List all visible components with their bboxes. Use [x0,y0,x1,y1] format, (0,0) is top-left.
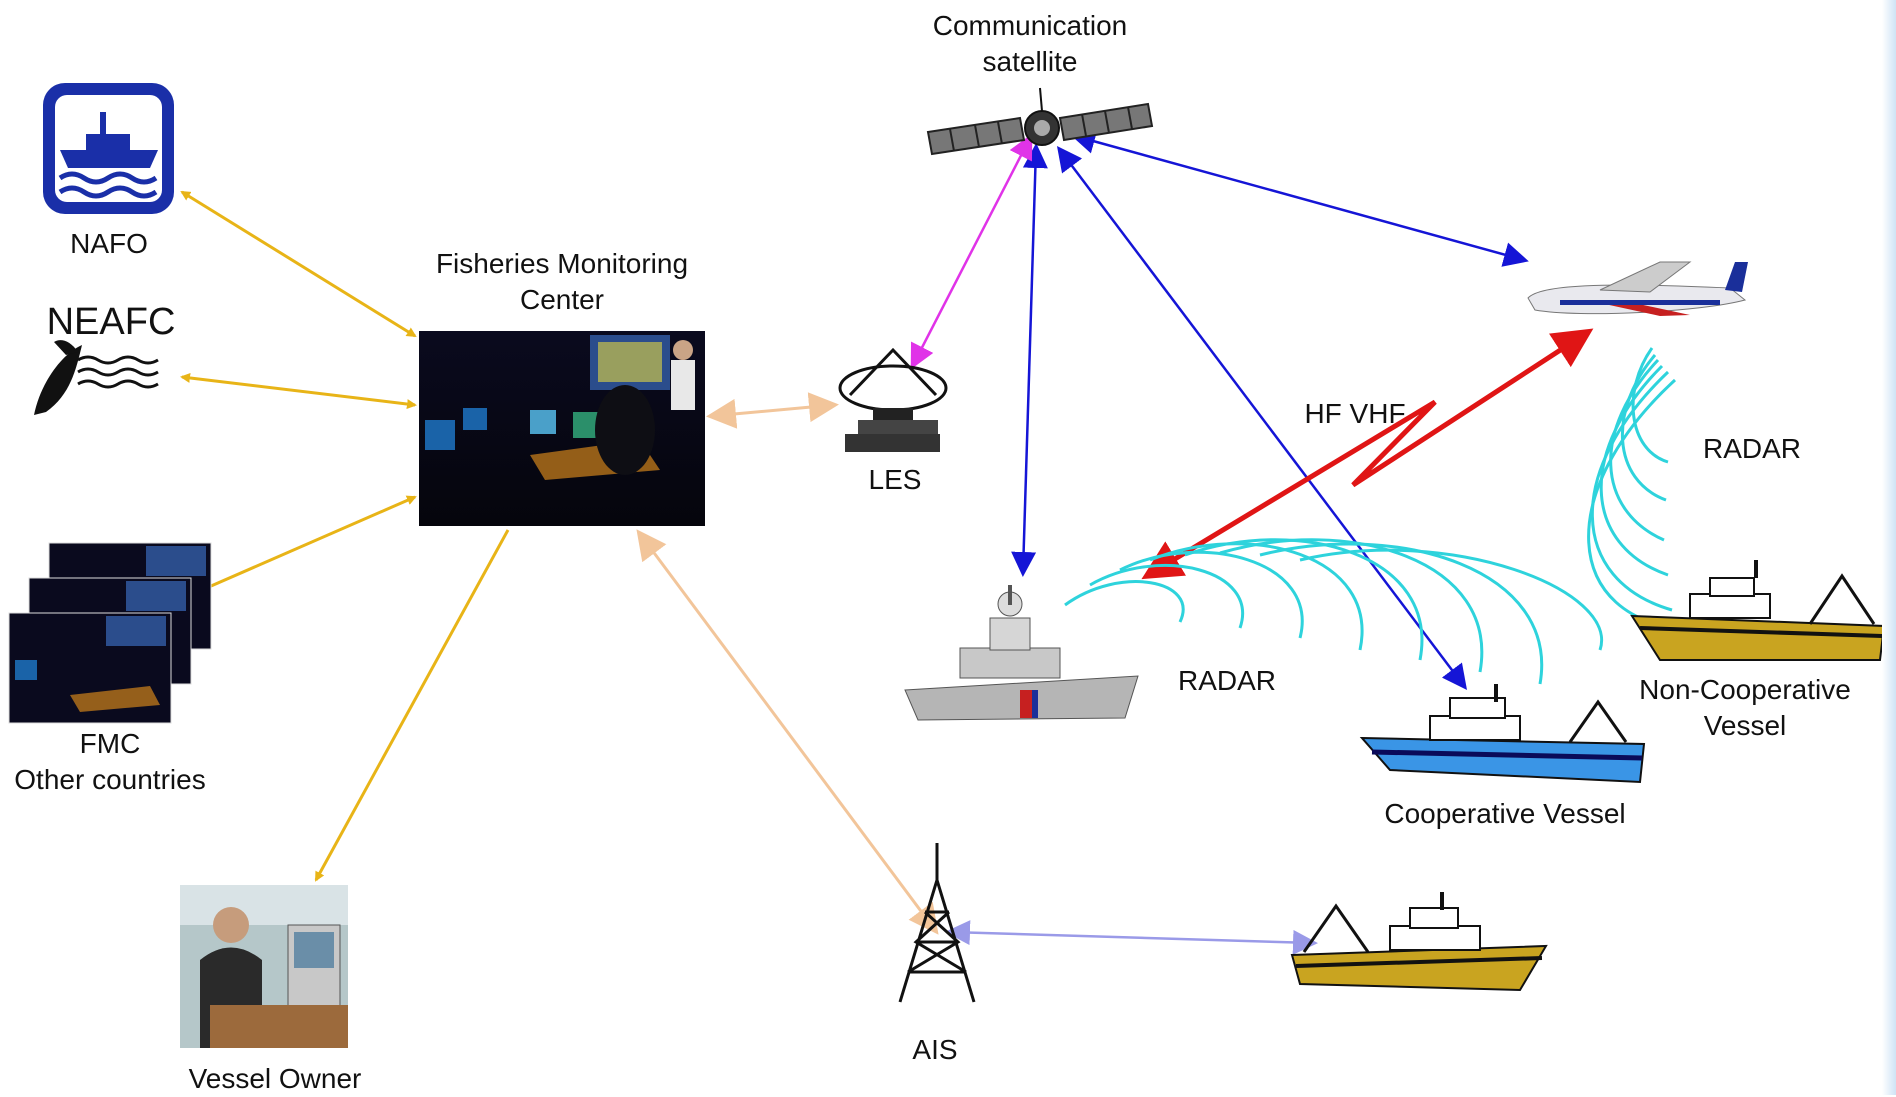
patrol-ship-icon [904,585,1139,721]
patrol-aircraft-icon [1527,261,1748,316]
satellite-icon [926,87,1154,156]
link-sat-plane [1070,129,1529,267]
national-links [180,190,510,882]
ais-label: AIS [912,1034,958,1065]
link-fmc-les [706,392,839,429]
nafo-logo-icon [43,83,174,214]
fmc-other-label: FMC Other countries [14,728,206,795]
vessel-owner-label: Vessel Owner [188,1063,362,1094]
link-owner-fmc [314,529,510,882]
right-edge-accent [1882,0,1896,1095]
link-sat-ship [1011,143,1048,577]
non-cooperative-vessel-icon [1630,560,1886,661]
link-sat-les [910,133,1033,370]
fmc-other-photos [8,542,212,724]
fmc-links [636,392,939,935]
ais-vessel-icon [1290,892,1548,992]
control-room-photo [419,331,705,526]
radar-waves-horizontal [1064,538,1604,685]
non-cooperative-label: Non-Cooperative Vessel [1639,674,1851,741]
ais-tower-icon [898,843,976,1003]
link-fmc-ais [636,529,939,935]
radar-top-label: RADAR [1702,433,1801,464]
link-neafc-fmc [180,372,417,410]
les-dish-icon [838,347,948,452]
link-nafo-fmc [180,190,417,338]
satellite-label: Communication satellite [932,10,1128,77]
hf-vhf-label: HF VHF [1304,398,1406,429]
neafc-label: NEAFC [46,301,176,343]
link-fmcother-fmc [193,495,417,595]
radar-bottom-label: RADAR [1177,665,1276,696]
neafc-logo-icon [34,340,159,415]
fmc-center-label: Fisheries Monitoring Center [435,248,689,315]
radar-waves-vertical [1587,347,1691,632]
nafo-label: NAFO [70,228,148,259]
hf-vhf-link [1141,328,1594,580]
cooperative-label: Cooperative Vessel [1384,798,1626,829]
satellite-links [1011,129,1529,690]
les-label: LES [868,464,922,495]
link-ais-vessel [945,920,1318,955]
vessel-owner-photo [180,885,348,1048]
cooperative-vessel-icon [1359,684,1646,784]
